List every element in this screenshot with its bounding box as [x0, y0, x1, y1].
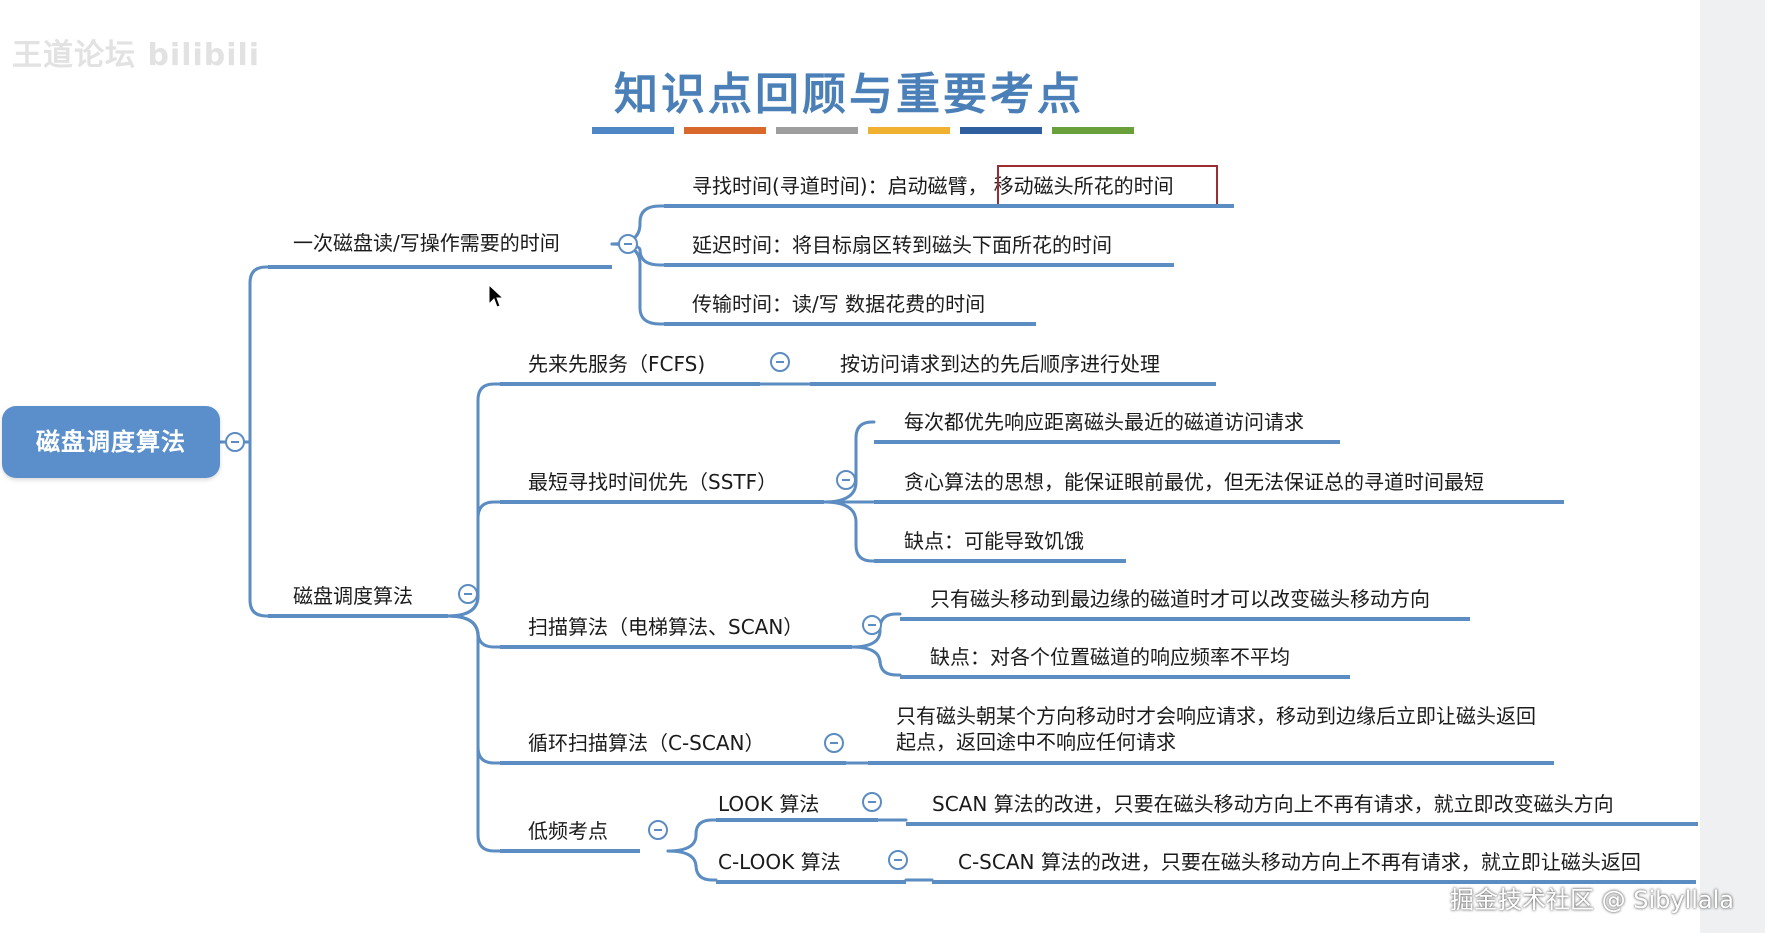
collapse-fcfs-icon[interactable] [770, 352, 790, 372]
cscan-label: 循环扫描算法（C-SCAN） [528, 731, 765, 755]
root-node[interactable]: 磁盘调度算法 [2, 406, 220, 478]
scan-desc-1: 只有磁头移动到最边缘的磁道时才可以改变磁头移动方向 [930, 587, 1430, 611]
sstf-underline [500, 500, 824, 504]
right-edge-strip [1700, 0, 1765, 933]
collapse-algos-icon[interactable] [458, 584, 478, 604]
scan-desc-1-underline [900, 617, 1470, 621]
collapse-root-icon[interactable] [225, 432, 245, 452]
scan-label: 扫描算法（电梯算法、SCAN） [528, 615, 804, 639]
color-bar [1052, 127, 1134, 134]
fcfs-desc-underline [810, 382, 1216, 386]
collapse-lowfreq-icon[interactable] [648, 820, 668, 840]
slide-title: 知识点回顾与重要考点 [614, 69, 1084, 120]
collapse-scan-icon[interactable] [862, 615, 882, 635]
collapse-cscan-icon[interactable] [824, 733, 844, 753]
scan-underline [500, 645, 852, 649]
cscan-desc-underline [868, 761, 1554, 765]
transfer-time-label: 传输时间：读/写 数据花费的时间 [692, 292, 986, 316]
fcfs-underline [500, 382, 760, 386]
seek-time-label: 寻找时间(寻道时间)：启动磁臂，移动磁头所花的时间 [692, 173, 1174, 199]
color-bar [960, 127, 1042, 134]
color-bar [592, 127, 674, 134]
highlight-box [997, 165, 1218, 206]
cscan-underline [500, 761, 846, 765]
sstf-desc-3-underline [874, 559, 1126, 563]
seek-time-highlight: 移动磁头所花的时间 [993, 174, 1174, 198]
collapse-look-icon[interactable] [862, 792, 882, 812]
mouse-pointer-icon [488, 284, 504, 308]
lowfreq-underline [500, 849, 640, 853]
fcfs-desc: 按访问请求到达的先后顺序进行处理 [840, 352, 1160, 376]
collapse-time-icon[interactable] [618, 234, 638, 254]
latency-time-underline [664, 263, 1174, 267]
latency-time-label: 延迟时间：将目标扇区转到磁头下面所花的时间 [692, 233, 1112, 257]
scan-desc-2: 缺点：对各个位置磁道的响应频率不平均 [930, 645, 1290, 669]
sstf-desc-1-underline [874, 440, 1340, 444]
look-desc: SCAN 算法的改进，只要在磁头移动方向上不再有请求，就立即改变磁头方向 [932, 792, 1614, 816]
watermark-bottom: 掘金技术社区 @ Sibyllala [1450, 886, 1735, 914]
clook-desc-underline [932, 880, 1696, 884]
clook-underline [716, 880, 906, 884]
sstf-label: 最短寻找时间优先（SSTF） [528, 470, 778, 494]
cscan-desc: 只有磁头朝某个方向移动时才会响应请求，移动到边缘后立即让磁头返回起点，返回途中不… [896, 704, 1536, 754]
look-underline [716, 818, 878, 822]
branch-time-label: 一次磁盘读/写操作需要的时间 [293, 231, 560, 255]
color-bar [776, 127, 858, 134]
collapse-sstf-icon[interactable] [836, 470, 856, 490]
lowfreq-label: 低频考点 [528, 819, 608, 843]
clook-label: C-LOOK 算法 [718, 850, 841, 874]
sstf-desc-1: 每次都优先响应距离磁头最近的磁道访问请求 [904, 410, 1304, 434]
branch-algos-label: 磁盘调度算法 [293, 584, 413, 608]
color-bar [684, 127, 766, 134]
root-node-label: 磁盘调度算法 [36, 428, 186, 456]
branch-algos-underline [268, 614, 448, 618]
collapse-clook-icon[interactable] [888, 850, 908, 870]
sstf-desc-2-underline [874, 500, 1564, 504]
scan-desc-2-underline [900, 675, 1350, 679]
fcfs-label: 先来先服务（FCFS) [528, 352, 706, 376]
watermark-top: 王道论坛 bilibili [12, 38, 261, 73]
transfer-time-underline [664, 322, 1036, 326]
sstf-desc-2: 贪心算法的思想，能保证眼前最优，但无法保证总的寻道时间最短 [904, 470, 1484, 494]
seek-time-underline [664, 204, 1234, 208]
clook-desc: C-SCAN 算法的改进，只要在磁头移动方向上不再有请求，就立即让磁头返回 [958, 850, 1641, 874]
branch-time-underline [268, 265, 612, 269]
look-label: LOOK 算法 [718, 792, 820, 816]
seek-time-prefix: 寻找时间(寻道时间)：启动磁臂， [692, 174, 988, 198]
color-bar [868, 127, 950, 134]
look-desc-underline [906, 822, 1698, 826]
sstf-desc-3: 缺点：可能导致饥饿 [904, 529, 1084, 553]
